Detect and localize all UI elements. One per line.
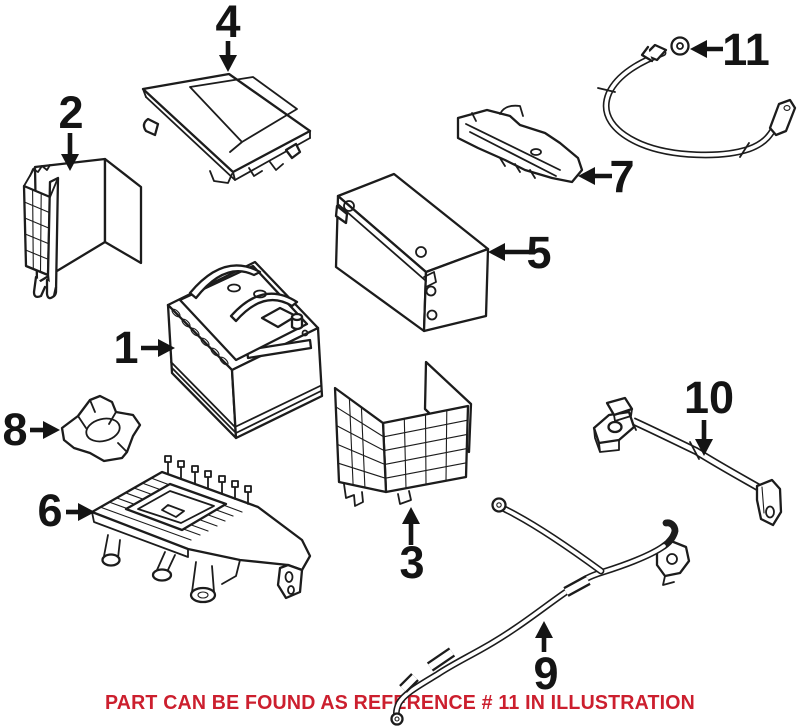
callout-3: 3 (399, 507, 425, 588)
callout-1-number: 1 (113, 322, 138, 373)
callout-8: 8 (2, 404, 60, 455)
callout-9-number: 9 (533, 648, 558, 699)
callout-10: 10 (684, 372, 734, 456)
callout-11: 11 (690, 24, 770, 75)
callout-3-number: 3 (399, 537, 424, 588)
part-4-battery-cover-illustration (141, 72, 312, 184)
callout-4-number: 4 (215, 0, 240, 47)
part-3-vented-cover-illustration (333, 360, 473, 507)
part-10-battery-cable-illustration (592, 396, 783, 527)
callout-5: 5 (488, 227, 552, 278)
callout-6: 6 (37, 485, 95, 536)
callout-2: 2 (58, 87, 84, 171)
callout-7-number: 7 (609, 151, 634, 202)
part-1-battery-illustration (166, 260, 324, 440)
part-9-battery-wiring-harness-illustration (390, 497, 691, 726)
callout-7: 7 (578, 151, 635, 202)
part-11-ground-cable-illustration (597, 36, 797, 159)
callout-1: 1 (113, 322, 175, 373)
callout-9: 9 (533, 621, 559, 699)
callout-2-number: 2 (58, 87, 83, 138)
part-6-battery-tray-illustration (90, 455, 312, 604)
part-2-battery-partition-illustration (22, 157, 143, 300)
callout-8-number: 8 (2, 404, 27, 455)
callout-4: 4 (215, 0, 241, 72)
part-8-mounting-bracket-illustration (60, 394, 142, 463)
part-5-battery-box-illustration (334, 172, 490, 333)
part-7-battery-retainer-bracket-illustration (456, 104, 584, 184)
callout-6-number: 6 (37, 485, 62, 536)
callout-10-number: 10 (684, 372, 734, 423)
callout-11-number: 11 (722, 24, 770, 75)
